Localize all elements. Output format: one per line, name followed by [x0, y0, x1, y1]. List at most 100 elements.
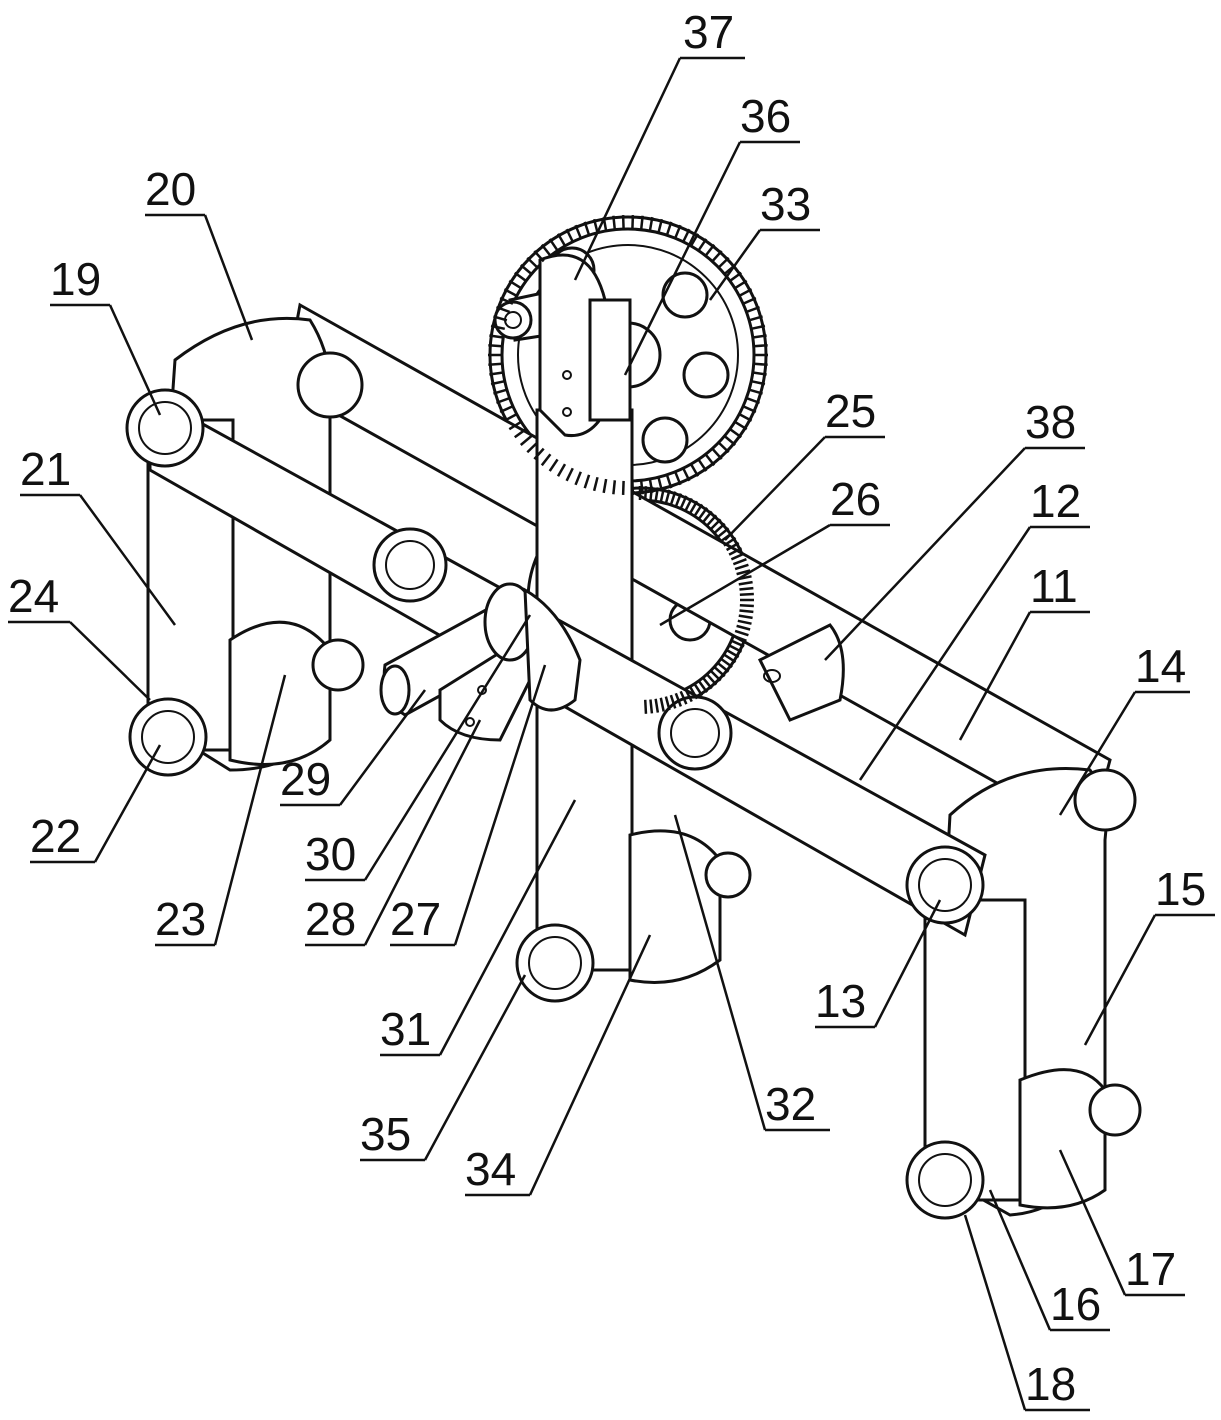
- gear-tooth: [583, 474, 591, 489]
- gear-tooth: [723, 653, 737, 664]
- gear-tooth: [742, 296, 757, 305]
- gear-tooth: [654, 698, 660, 713]
- gear-tooth: [514, 428, 527, 439]
- gear-tooth: [665, 221, 673, 236]
- gear-tooth: [737, 619, 752, 625]
- gear-tooth: [689, 233, 700, 247]
- label-33: 33: [760, 178, 811, 230]
- gear-tooth: [654, 487, 660, 502]
- gear-tooth: [738, 614, 753, 620]
- label-16: 16: [1050, 1278, 1101, 1330]
- gear-tooth: [709, 669, 722, 682]
- gear-tooth: [499, 405, 514, 414]
- gear-tooth: [602, 478, 608, 494]
- label-24: 24: [8, 570, 59, 622]
- label-13: 13: [815, 975, 866, 1027]
- gear-tooth: [526, 256, 539, 269]
- gear-tooth: [705, 514, 718, 527]
- gear-tooth: [734, 279, 748, 290]
- gear-tooth: [723, 536, 737, 547]
- gear-tooth: [679, 495, 688, 510]
- gear-tooth: [602, 216, 608, 232]
- gear-tooth: [540, 243, 552, 257]
- gear-tooth: [748, 315, 763, 322]
- gear-tooth: [489, 334, 504, 339]
- gear-tooth: [592, 476, 599, 492]
- gear-tooth: [556, 233, 567, 247]
- gear-tooth: [684, 497, 693, 512]
- gear-tooth: [750, 324, 766, 331]
- gear-tooth: [659, 697, 665, 712]
- gear-tooth: [752, 334, 767, 339]
- gear-tooth: [711, 250, 723, 263]
- gear-tooth: [556, 463, 567, 477]
- gear-tooth: [697, 238, 708, 252]
- gear-tooth: [514, 271, 527, 282]
- label-31: 31: [380, 1003, 431, 1055]
- gear-tooth: [679, 690, 688, 705]
- gear-tooth: [643, 699, 648, 714]
- gear-tooth: [519, 435, 533, 446]
- gear-tooth: [592, 218, 599, 234]
- gear-tooth: [674, 224, 682, 239]
- gear-tooth: [489, 371, 504, 376]
- gear-tooth: [716, 527, 730, 539]
- gear-tooth: [493, 315, 508, 322]
- label-17: 17: [1125, 1243, 1176, 1295]
- gear-tooth: [639, 215, 644, 230]
- label-28: 28: [305, 893, 356, 945]
- gear-tooth: [548, 238, 559, 252]
- gear-tooth: [734, 420, 748, 431]
- gear-tooth: [705, 673, 718, 686]
- gear-tooth: [574, 471, 582, 486]
- gear-tooth: [739, 592, 754, 597]
- gear-tooth: [649, 486, 654, 501]
- gear-tooth: [728, 644, 743, 653]
- gear-tooth: [730, 552, 745, 561]
- label-14: 14: [1135, 640, 1186, 692]
- gear-tooth: [693, 683, 704, 697]
- gear-tooth: [669, 694, 677, 709]
- gear-tooth: [753, 343, 768, 348]
- gear-tooth: [499, 296, 514, 305]
- label-21: 21: [20, 443, 71, 495]
- gear-tooth: [526, 441, 539, 454]
- label-15: 15: [1155, 863, 1206, 915]
- label-18: 18: [1025, 1358, 1076, 1410]
- crank-37: [493, 253, 632, 438]
- gear-tooth: [688, 685, 699, 700]
- gear-tooth: [533, 250, 545, 263]
- gear-tooth: [693, 503, 704, 517]
- gear-tooth: [533, 447, 545, 460]
- gear-tooth: [737, 575, 752, 581]
- gear-tooth: [701, 676, 713, 690]
- gear-tooth: [508, 420, 522, 431]
- gear-tooth: [488, 343, 503, 348]
- gear-tooth: [728, 547, 743, 556]
- gear-tooth: [739, 586, 754, 591]
- label-11: 11: [1030, 560, 1078, 612]
- gear-tooth: [649, 699, 654, 714]
- gear-tooth: [689, 463, 700, 477]
- gear-tooth: [488, 362, 503, 367]
- gear-tooth: [508, 279, 522, 290]
- gear-tooth: [612, 215, 617, 230]
- gear-tooth: [682, 228, 691, 243]
- label-23: 23: [155, 893, 206, 945]
- gear-tooth: [684, 688, 693, 703]
- gear-tooth: [643, 486, 648, 501]
- leader-lines: [8, 56, 1215, 1412]
- gear-tooth: [723, 435, 737, 446]
- gear-tooth: [709, 518, 722, 531]
- gear-tooth: [574, 224, 582, 239]
- label-22: 22: [30, 810, 81, 862]
- gear-tooth: [720, 657, 733, 669]
- label-19: 19: [50, 253, 101, 305]
- gear-tooth: [519, 264, 533, 275]
- gear-tooth: [734, 563, 749, 571]
- gear-tooth: [490, 379, 506, 386]
- label-32: 32: [765, 1078, 816, 1130]
- gear-tooth: [750, 379, 766, 386]
